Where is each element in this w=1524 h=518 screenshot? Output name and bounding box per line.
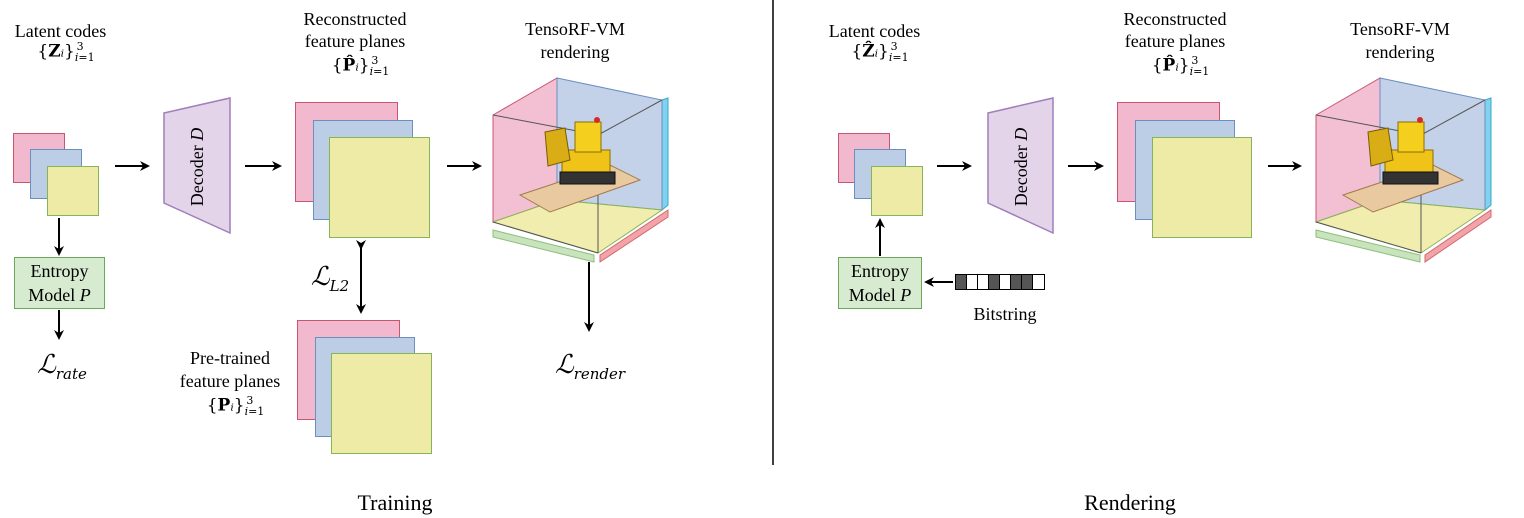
pretrained-symbol: {Pᵢ}i=13 — [206, 394, 265, 419]
latent-codes-label: Latent codes — [14, 21, 107, 41]
pretrained-label-2: feature planes — [179, 371, 281, 391]
tensorf-cube — [491, 77, 669, 263]
training-caption: Training — [357, 490, 433, 515]
loss-render: ℒrender — [554, 350, 626, 384]
bitstring-cell — [1033, 275, 1044, 289]
bitstring — [955, 274, 1045, 290]
pretrained-label-1: Pre-trained — [190, 348, 270, 368]
tensorf-label-r-2: rendering — [1365, 42, 1435, 62]
entropy-model-label-r-2: Model P — [848, 285, 912, 305]
bitstring-cell — [967, 275, 978, 289]
tensorf-label-r-1: TensoRF-VM — [1350, 19, 1450, 39]
bitstring-cell — [1000, 275, 1011, 289]
entropy-model-box — [14, 257, 105, 309]
loss-rate: ℒrate — [37, 350, 87, 384]
reconstructed-plane-3 — [329, 137, 430, 238]
bitstring-label: Bitstring — [973, 304, 1037, 324]
entropy-model-label-2: Model P — [28, 285, 91, 305]
bitstring-cell — [978, 275, 989, 289]
bitstring-cell — [956, 275, 967, 289]
entropy-model-label-r-1: Entropy — [851, 261, 909, 281]
reconstructed-label-r-1: Reconstructed — [1123, 9, 1227, 29]
reconstructed-symbol: {P̂ᵢ}i=13 — [331, 54, 390, 79]
tensorf-label-2: rendering — [540, 42, 610, 62]
pretrained-plane-3 — [331, 353, 432, 454]
reconstructed-label-1: Reconstructed — [303, 9, 407, 29]
reconstructed-symbol-r: {P̂ᵢ}i=13 — [1151, 54, 1210, 79]
rendering-caption: Rendering — [1084, 490, 1176, 515]
bitstring-cell — [989, 275, 1000, 289]
decoder-label: Decoder D — [187, 127, 207, 207]
tensorf-label-1: TensoRF-VM — [525, 19, 625, 39]
latent-codes-symbol: {Zᵢ}i=13 — [37, 40, 95, 65]
reconstructed-plane-r-3 — [1152, 137, 1252, 238]
latent-plane-3 — [47, 166, 99, 216]
latent-codes-label-r: Latent codes — [828, 21, 921, 41]
bitstring-cell — [1022, 275, 1033, 289]
latent-codes-symbol-r: {Ẑᵢ}i=13 — [851, 40, 909, 65]
latent-plane-r-3 — [871, 166, 923, 216]
loss-l2: ℒL2 — [310, 262, 350, 296]
decoder-label-r: Decoder D — [1011, 127, 1031, 207]
reconstructed-label-2: feature planes — [304, 31, 406, 51]
tensorf-cube-r — [1314, 77, 1492, 263]
reconstructed-label-r-2: feature planes — [1124, 31, 1226, 51]
decoder-trapezoid-r — [987, 97, 1054, 235]
bitstring-cell — [1011, 275, 1022, 289]
entropy-model-box-r — [838, 257, 922, 309]
decoder-trapezoid — [163, 97, 231, 235]
entropy-model-label-1: Entropy — [30, 261, 89, 281]
